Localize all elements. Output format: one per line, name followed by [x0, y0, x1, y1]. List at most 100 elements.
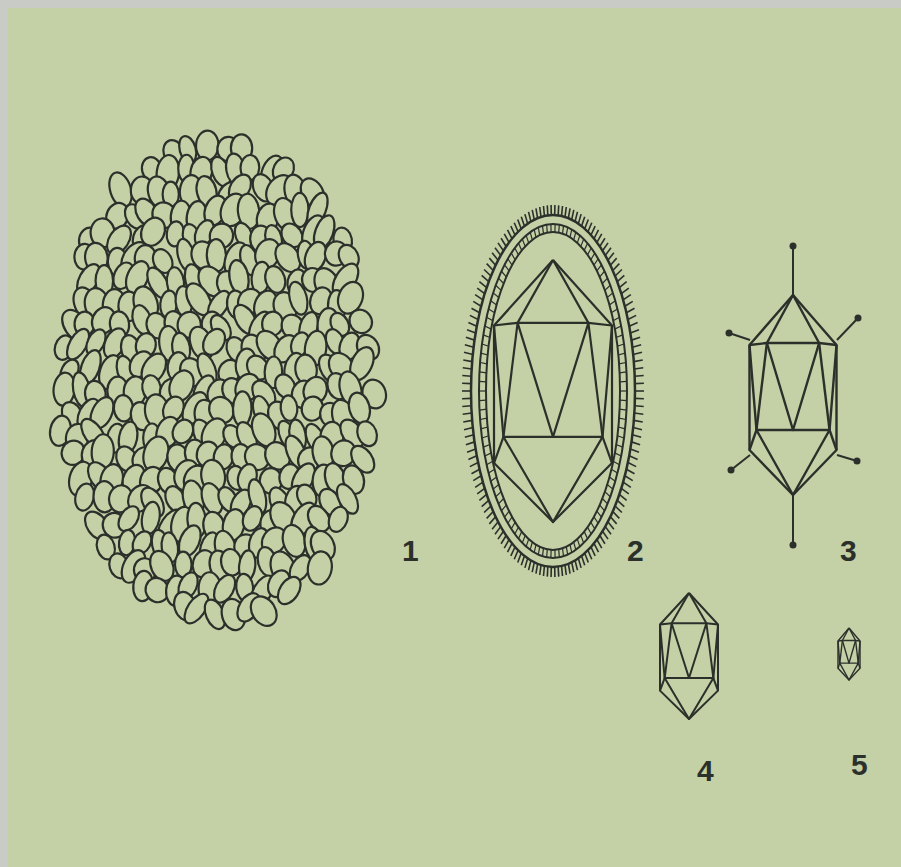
spike [617, 275, 624, 281]
hatch-line [558, 225, 560, 233]
spike [464, 428, 473, 430]
hatch-line [534, 229, 536, 237]
spike [525, 214, 528, 224]
spike [511, 547, 515, 556]
spike [489, 517, 495, 524]
hatch-line [577, 539, 580, 546]
hatch-line [577, 235, 580, 242]
enveloped-virus [462, 205, 644, 577]
spike [605, 527, 611, 535]
spike [473, 476, 481, 481]
capsid-edge [856, 640, 859, 663]
hatch-line [515, 527, 519, 534]
hatch-line [518, 243, 521, 250]
spike [605, 248, 611, 256]
spike [470, 315, 478, 319]
capsid-edge [706, 623, 713, 678]
capsid-edge [750, 343, 837, 345]
fibre-knob [726, 330, 733, 337]
spike [626, 308, 634, 312]
callout-number: 4 [697, 756, 714, 786]
fibre-knob [855, 315, 862, 322]
hatch-line [574, 232, 576, 240]
spike [529, 212, 531, 222]
spike [630, 330, 638, 333]
spike [521, 217, 524, 226]
spike [594, 543, 599, 552]
spike [482, 275, 489, 281]
spike [546, 205, 548, 215]
spike [629, 323, 637, 327]
spike [521, 556, 524, 565]
hatch-line [530, 232, 532, 240]
hatch-line [602, 278, 607, 283]
spike [623, 482, 631, 487]
spike [619, 494, 626, 500]
capsid-edge [842, 640, 855, 663]
spike [591, 226, 595, 235]
capsid-edge [819, 343, 829, 430]
hatch-line [620, 381, 627, 383]
spike [471, 469, 479, 473]
spike [575, 561, 577, 571]
envelope-spikes [462, 205, 644, 577]
spike [625, 301, 633, 306]
spike [467, 330, 475, 333]
spike [632, 345, 641, 347]
hatch-line [511, 522, 515, 529]
spike [634, 368, 643, 369]
spike [543, 566, 546, 576]
capsid-edge [756, 343, 766, 430]
spike [572, 210, 574, 220]
subunit [305, 550, 334, 587]
capsid-edge [553, 260, 588, 323]
capsid-edge [494, 323, 612, 326]
spike [489, 258, 495, 265]
hatch-line [546, 549, 548, 557]
spike [634, 420, 643, 422]
hatch-line [558, 549, 560, 557]
hatch-line [570, 229, 572, 237]
spike [632, 435, 641, 437]
hatch-line [581, 536, 584, 543]
spike [468, 323, 476, 327]
spike [610, 258, 616, 265]
spiked-capsid-virus [726, 243, 862, 549]
spike [511, 226, 515, 235]
spike [600, 238, 605, 246]
spike [470, 463, 478, 467]
fibre [792, 495, 794, 545]
capsid-edge [503, 323, 517, 437]
spike [540, 565, 541, 575]
hatch-line [574, 542, 576, 550]
hatch-line [479, 390, 486, 391]
spike [471, 308, 479, 312]
spike [495, 527, 501, 535]
large-virus [48, 130, 390, 633]
spike [462, 405, 471, 407]
spike [482, 500, 489, 506]
hatch-line [566, 547, 567, 555]
callout-number: 3 [840, 536, 857, 566]
capsid-edge [588, 323, 602, 437]
hatch-line [620, 399, 627, 401]
capsid-edge [750, 430, 757, 450]
spike [588, 550, 592, 559]
spike [532, 562, 534, 572]
capsid-edge [660, 593, 718, 719]
subunit [325, 504, 351, 534]
capsid-edge [494, 326, 612, 437]
spike [462, 398, 471, 400]
hatch-line [600, 271, 605, 277]
hatch-line [554, 550, 555, 558]
spike [619, 282, 626, 288]
spike [603, 243, 608, 251]
hatch-line [584, 243, 587, 250]
spike [536, 564, 538, 574]
spike [484, 269, 491, 276]
spike [554, 567, 556, 577]
envelope-layer [486, 232, 620, 550]
hatch-line [550, 224, 551, 232]
spike [477, 288, 484, 294]
